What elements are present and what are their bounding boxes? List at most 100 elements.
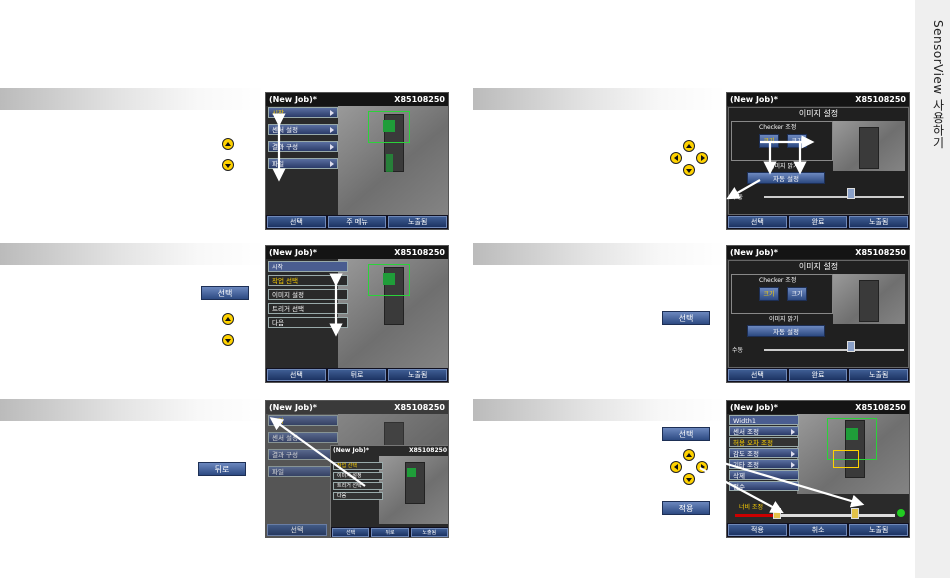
softkey-bar: 선택 뒤로 노출됨 (266, 368, 448, 382)
manual-label: 수동 (732, 347, 744, 354)
job-name: (New Job)* (269, 95, 317, 104)
down-arrow-key-icon[interactable] (683, 473, 695, 485)
image-settings-dialog: 이미지 설정 Checker 조정 크기 크기 이미지 밝기 자동 설정 수동 (728, 107, 909, 215)
sensor-menu: Width1 센서 조정 허용 오차 조정 감도 조정 기타 조정 삭제 접수 (729, 415, 799, 492)
job-name: (New Job)* (269, 403, 317, 412)
menu-item-trigger-select[interactable]: 트리거 선택 (268, 303, 348, 314)
softkey-bar: 선택 주 메뉴 노출됨 (266, 215, 448, 229)
zoom-out-button[interactable]: 크기 (787, 287, 807, 301)
up-arrow-key-icon[interactable] (683, 449, 695, 461)
up-arrow-key-icon[interactable] (222, 138, 234, 150)
done-softkey[interactable]: 완료 (788, 216, 848, 228)
inset-menu-item[interactable]: 다음 (333, 492, 383, 500)
menu-item-tolerance-adjust[interactable]: 허용 오차 조정 (729, 437, 799, 447)
menu-item-sensor-setup[interactable]: 센서 설정 (268, 432, 338, 443)
exposure-softkey[interactable]: 노출됨 (388, 216, 448, 228)
select-softkey[interactable]: 선택 (728, 216, 787, 228)
menu-item-file[interactable]: 파일 (268, 158, 338, 169)
sensor-id: X85108250 (394, 95, 445, 104)
cancel-softkey[interactable]: 취소 (788, 524, 848, 536)
side-tab: SensorView 사용하기 (915, 0, 950, 578)
auto-set-button[interactable]: 자동 설정 (747, 325, 825, 337)
slider-knob[interactable] (847, 188, 855, 199)
main-menu-softkey[interactable]: 주 메뉴 (327, 216, 387, 228)
apply-key[interactable]: 적용 (662, 501, 710, 515)
inset-select-softkey[interactable]: 선택 (332, 528, 370, 537)
checker-group-label: Checker 조정 (759, 124, 797, 131)
menu-item-other[interactable]: 기타 조정 (729, 459, 799, 469)
right-arrow-key-icon[interactable] (696, 461, 708, 473)
select-key[interactable]: 선택 (662, 311, 710, 325)
screen-back-navigation: (New Job)* X85108250 시작 센서 설정 결과 구성 파일 (… (265, 400, 449, 538)
menu-item-sensor-setup[interactable]: 센서 설정 (268, 124, 338, 135)
start-submenu: 시작 작업 선택 이미지 설정 트리거 선택 다음 (268, 261, 348, 331)
tolerance-range-slider[interactable] (735, 514, 895, 517)
menu-item-image-settings[interactable]: 이미지 설정 (268, 289, 348, 300)
menu-item-start[interactable]: 시작 (268, 415, 338, 426)
menu-item-result-config[interactable]: 결과 구성 (268, 449, 338, 460)
auto-set-button[interactable]: 자동 설정 (747, 172, 825, 184)
min-tolerance-knob[interactable] (773, 508, 781, 519)
menu-item-width1[interactable]: Width1 (729, 415, 799, 425)
menu-item-file[interactable]: 파일 (268, 466, 338, 477)
down-arrow-key-icon[interactable] (683, 164, 695, 176)
select-key[interactable]: 선택 (201, 286, 249, 300)
sensor-id: X85108250 (394, 248, 445, 257)
up-arrow-key-icon[interactable] (222, 313, 234, 325)
menu-item-delete[interactable]: 삭제 (729, 470, 799, 480)
camera-view (338, 106, 448, 215)
select-key[interactable]: 선택 (662, 427, 710, 441)
sensor-id: X85108250 (855, 95, 906, 104)
brightness-slider[interactable] (764, 349, 904, 351)
exposure-softkey[interactable]: 노출됨 (849, 216, 909, 228)
start-dropdown[interactable]: 시작 (268, 261, 348, 272)
screen-title-bar: (New Job)* X85108250 (727, 401, 909, 414)
menu-item-result-config[interactable]: 결과 구성 (268, 141, 338, 152)
dialog-title: 이미지 설정 (798, 262, 839, 271)
camera-view (797, 414, 909, 494)
done-softkey[interactable]: 완료 (788, 369, 848, 381)
down-arrow-key-icon[interactable] (222, 159, 234, 171)
down-arrow-key-icon[interactable] (222, 334, 234, 346)
select-softkey[interactable]: 선택 (267, 524, 327, 536)
inset-menu-item[interactable]: 작업 선택 (333, 462, 383, 470)
inset-exposure-softkey[interactable]: 노출됨 (410, 528, 448, 537)
back-softkey[interactable]: 뒤로 (327, 369, 387, 381)
zoom-in-button[interactable]: 크기 (759, 134, 779, 148)
inset-back-softkey[interactable]: 뒤로 (371, 528, 409, 537)
section-band (473, 88, 726, 110)
slider-knob[interactable] (847, 341, 855, 352)
inset-job-name: (New Job)* (333, 447, 369, 454)
left-arrow-key-icon[interactable] (670, 461, 682, 473)
apply-softkey[interactable]: 적용 (728, 524, 787, 536)
screen-image-settings: (New Job)* X85108250 이미지 설정 Checker 조정 크… (726, 92, 910, 230)
menu-item-sensor-adjust[interactable]: 센서 조정 (729, 426, 799, 436)
exposure-softkey[interactable]: 노출됨 (388, 369, 448, 381)
select-softkey[interactable]: 선택 (267, 216, 326, 228)
up-arrow-key-icon[interactable] (683, 140, 695, 152)
side-tab-title: SensorView 사용하기 (931, 20, 945, 149)
exposure-softkey[interactable]: 노출됨 (849, 524, 909, 536)
brightness-group-label: 이미지 밝기 (769, 316, 799, 323)
zoom-in-button[interactable]: 크기 (759, 287, 779, 301)
select-softkey[interactable]: 선택 (267, 369, 326, 381)
menu-item-accept[interactable]: 접수 (729, 481, 799, 491)
menu-item-sensitivity[interactable]: 감도 조정 (729, 448, 799, 458)
inset-menu-item[interactable]: 트리거 선택 (333, 482, 383, 490)
image-settings-dialog: 이미지 설정 Checker 조정 크기 크기 이미지 밝기 자동 설정 수동 (728, 260, 909, 368)
select-softkey[interactable]: 선택 (728, 369, 787, 381)
menu-item-next[interactable]: 다음 (268, 317, 348, 328)
exposure-softkey[interactable]: 노출됨 (849, 369, 909, 381)
job-name: (New Job)* (269, 248, 317, 257)
menu-item-start[interactable]: 시작 (268, 107, 338, 118)
inset-screen: (New Job)* X85108250 작업 선택 이미지 설정 트리거 선택… (330, 445, 448, 537)
inset-menu-item[interactable]: 이미지 설정 (333, 472, 383, 480)
job-name: (New Job)* (730, 403, 778, 412)
left-arrow-key-icon[interactable] (670, 152, 682, 164)
max-tolerance-knob[interactable] (851, 508, 859, 519)
zoom-out-button[interactable]: 크기 (787, 134, 807, 148)
right-arrow-key-icon[interactable] (696, 152, 708, 164)
back-key[interactable]: 뒤로 (198, 462, 246, 476)
brightness-slider[interactable] (764, 196, 904, 198)
menu-item-job-select[interactable]: 작업 선택 (268, 275, 348, 286)
